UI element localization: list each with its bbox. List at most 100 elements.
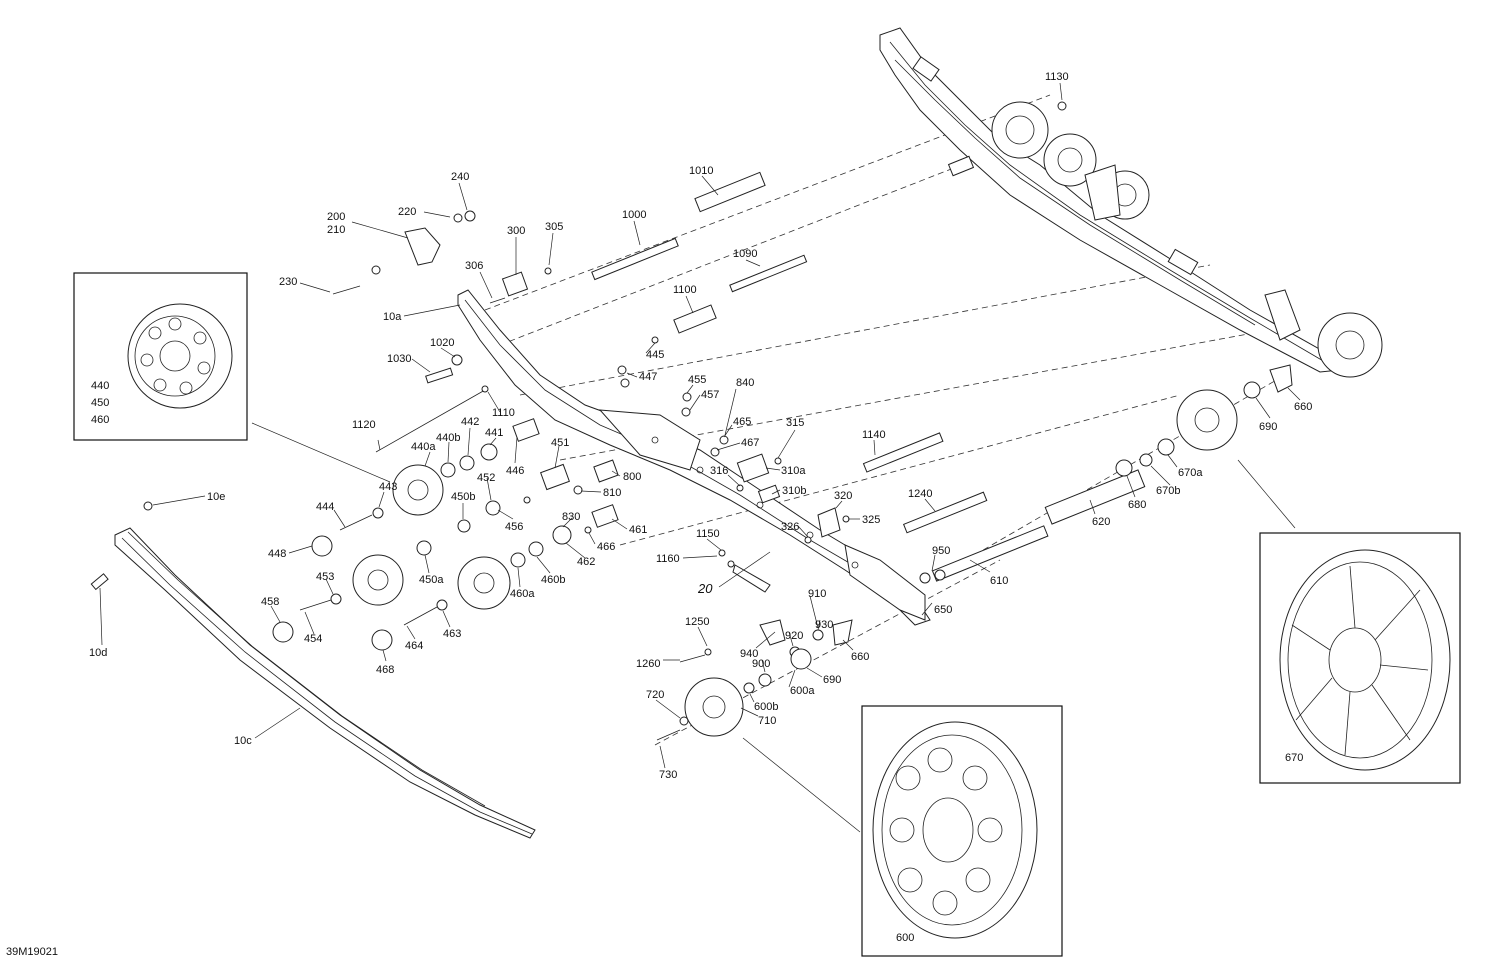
- callout-325: 325: [862, 514, 880, 526]
- callout-600: 600: [896, 932, 914, 944]
- callout-453: 453: [316, 571, 334, 583]
- callout-1130: 1130: [1045, 71, 1069, 83]
- callout-1160: 1160: [656, 553, 680, 565]
- callout-467: 467: [741, 437, 759, 449]
- callout-440a: 440a: [411, 441, 436, 453]
- callout-440: 440: [91, 380, 109, 392]
- callout-310a: 310a: [781, 465, 806, 477]
- callout-920: 920: [785, 630, 803, 642]
- callout-320: 320: [834, 490, 852, 502]
- diagram-reference-code: 39M19021: [6, 946, 58, 958]
- callout-800: 800: [623, 471, 641, 483]
- callout-680: 680: [1128, 499, 1146, 511]
- shafts-upper: [591, 155, 1146, 582]
- callout-1010: 1010: [689, 165, 713, 177]
- callout-457: 457: [701, 389, 719, 401]
- callout-730: 730: [659, 769, 677, 781]
- callout-220: 220: [398, 206, 416, 218]
- callout-1000: 1000: [622, 209, 646, 221]
- callout-442: 442: [461, 416, 479, 428]
- callout-20: 20: [697, 581, 713, 596]
- callout-620: 620: [1092, 516, 1110, 528]
- callout-720: 720: [646, 689, 664, 701]
- callout-660-lower: 660: [851, 651, 869, 663]
- callout-670a: 670a: [1178, 467, 1203, 479]
- callout-450b: 450b: [451, 491, 475, 503]
- callout-445: 445: [646, 349, 664, 361]
- callout-450: 450: [91, 397, 109, 409]
- slide-runner: [90, 501, 536, 839]
- callout-452: 452: [477, 472, 495, 484]
- callout-1090: 1090: [733, 248, 757, 260]
- callout-600b: 600b: [754, 701, 778, 713]
- detail-box-440: [73, 272, 248, 441]
- callout-306: 306: [465, 260, 483, 272]
- callout-316: 316: [710, 465, 728, 477]
- callout-464: 464: [405, 640, 423, 652]
- callout-670b: 670b: [1156, 485, 1180, 497]
- callout-460: 460: [91, 414, 109, 426]
- callout-300: 300: [507, 225, 525, 237]
- callout-446: 446: [506, 465, 524, 477]
- callout-444: 444: [316, 501, 334, 513]
- callout-660: 660: [1294, 401, 1312, 413]
- callout-466: 466: [597, 541, 615, 553]
- callout-labels: 240 220 200 210 230 300 305 306 10a 1000…: [89, 71, 1312, 944]
- callout-1030: 1030: [387, 353, 411, 365]
- callout-468: 468: [376, 664, 394, 676]
- callout-900: 900: [752, 658, 770, 670]
- callout-456: 456: [505, 521, 523, 533]
- callout-454: 454: [304, 633, 322, 645]
- callout-210: 210: [327, 224, 345, 236]
- callout-310b: 310b: [782, 485, 806, 497]
- callout-950: 950: [932, 545, 950, 557]
- callout-1240: 1240: [908, 488, 932, 500]
- callout-1140: 1140: [862, 429, 886, 441]
- callout-460b: 460b: [541, 574, 565, 586]
- callout-448: 448: [268, 548, 286, 560]
- detail-box-670: [1259, 532, 1461, 784]
- callout-650: 650: [934, 604, 952, 616]
- callout-455: 455: [688, 374, 706, 386]
- leader-lines: [99, 82, 1301, 833]
- callout-1120: 1120: [352, 419, 376, 431]
- callout-326: 326: [781, 521, 799, 533]
- callout-1020: 1020: [430, 337, 454, 349]
- callout-447: 447: [639, 371, 657, 383]
- callout-10e: 10e: [207, 491, 225, 503]
- callout-440b: 440b: [436, 432, 460, 444]
- callout-1100: 1100: [673, 284, 697, 296]
- callout-1110: 1110: [492, 407, 515, 419]
- callout-830: 830: [562, 511, 580, 523]
- callout-465: 465: [733, 416, 751, 428]
- bearings-spacers: [272, 336, 1293, 741]
- callout-230: 230: [279, 276, 297, 288]
- upper-hardware: [332, 210, 552, 453]
- callout-240: 240: [451, 171, 469, 183]
- callout-10a: 10a: [383, 311, 402, 323]
- right-rail: [879, 27, 1383, 378]
- callout-840: 840: [736, 377, 754, 389]
- callout-450a: 450a: [419, 574, 444, 586]
- callout-305: 305: [545, 221, 563, 233]
- callout-670: 670: [1285, 752, 1303, 764]
- callout-940: 940: [740, 648, 758, 660]
- callout-600a: 600a: [790, 685, 815, 697]
- callout-710: 710: [758, 715, 776, 727]
- callout-690-lower: 690: [823, 674, 841, 686]
- callout-443: 443: [379, 481, 397, 493]
- callout-200: 200: [327, 211, 345, 223]
- callout-1250: 1250: [685, 616, 709, 628]
- callout-315: 315: [786, 417, 804, 429]
- callout-930: 930: [815, 619, 833, 631]
- callout-462: 462: [577, 556, 595, 568]
- detail-box-600: [861, 705, 1063, 957]
- callout-441: 441: [485, 427, 503, 439]
- callout-10d: 10d: [89, 647, 107, 659]
- callout-458: 458: [261, 596, 279, 608]
- callout-1260: 1260: [636, 658, 660, 670]
- callout-461: 461: [629, 524, 647, 536]
- callout-451: 451: [551, 437, 569, 449]
- callout-610: 610: [990, 575, 1008, 587]
